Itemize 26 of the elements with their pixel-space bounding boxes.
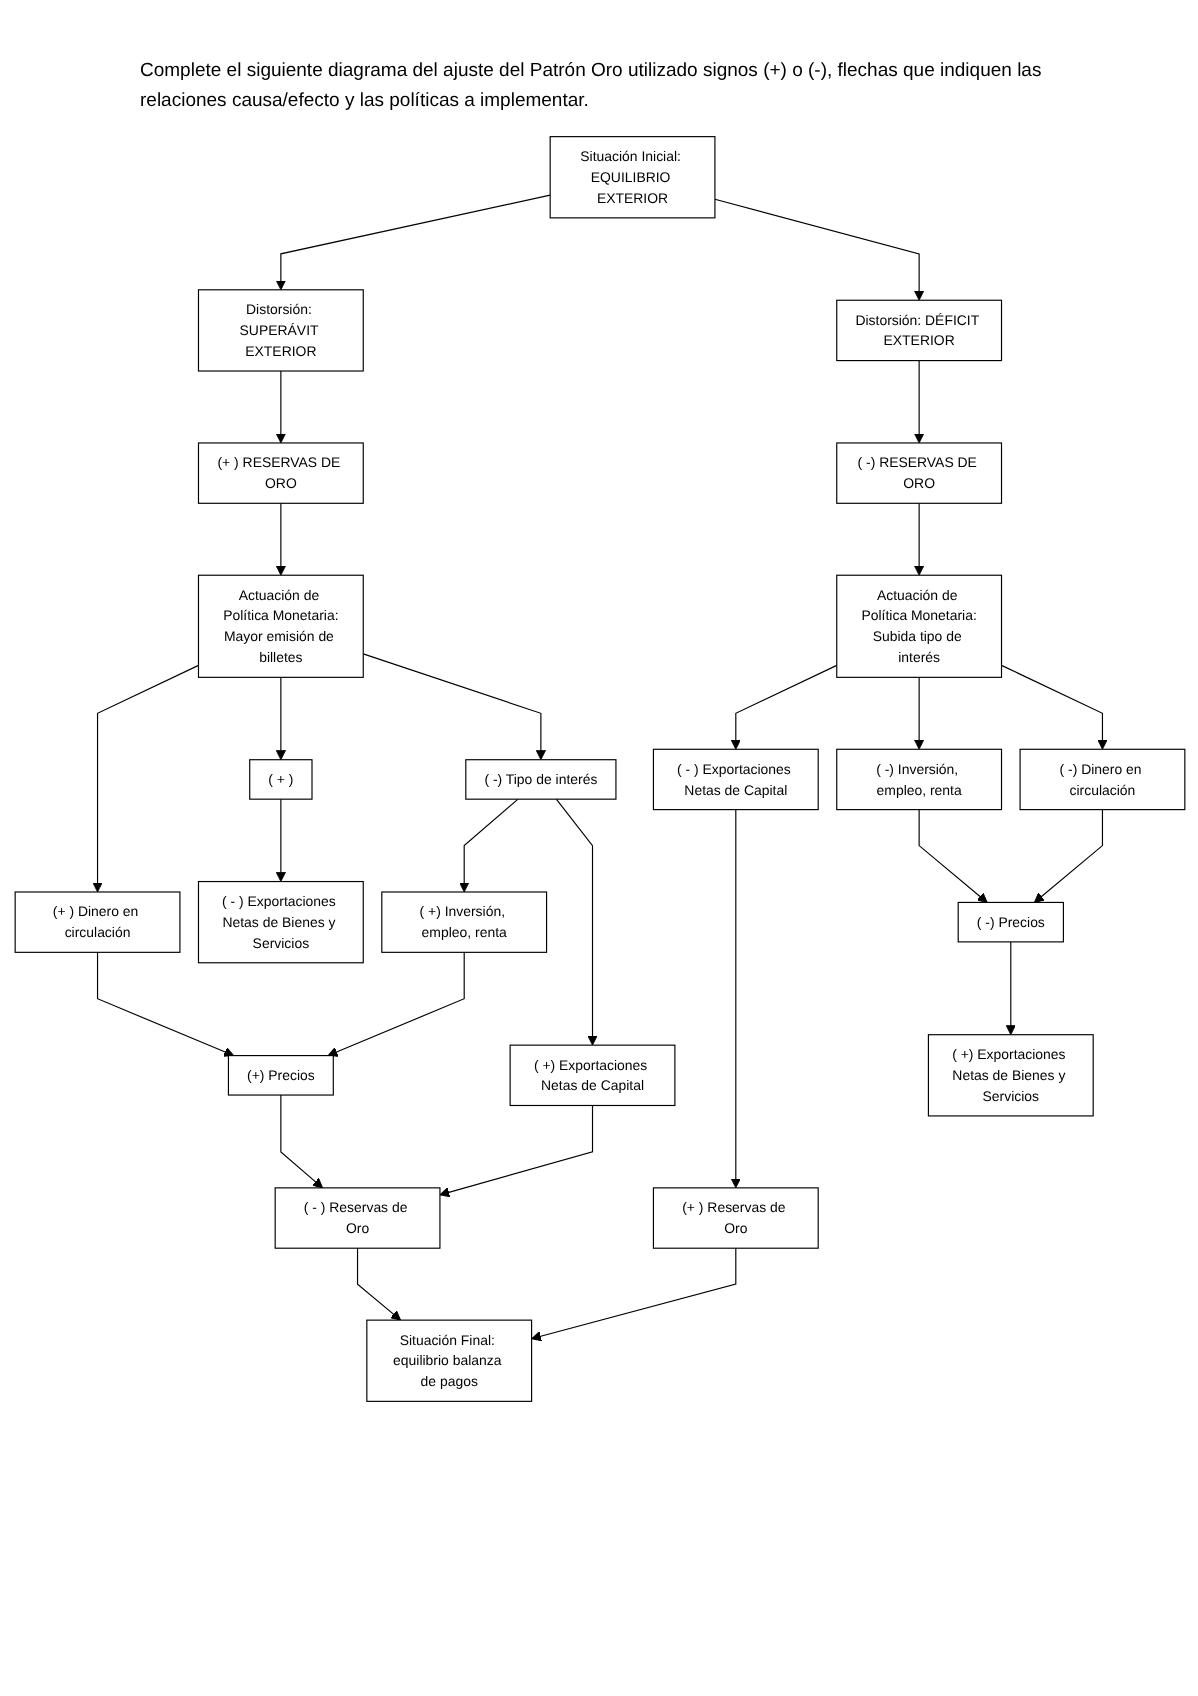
arrow	[713, 199, 924, 302]
arrow	[913, 360, 924, 445]
arrow	[274, 677, 285, 761]
arrow	[530, 1248, 736, 1343]
arrow	[274, 503, 285, 577]
arrow	[95, 952, 234, 1058]
arrow	[91, 665, 199, 894]
arrow	[274, 371, 285, 445]
arrow	[458, 799, 518, 894]
arrow	[999, 665, 1107, 751]
arrow	[729, 809, 740, 1190]
arrow	[326, 952, 464, 1058]
arrow	[917, 809, 987, 904]
arrow	[361, 654, 545, 761]
arrow	[438, 1105, 593, 1198]
arrow	[279, 1095, 323, 1190]
arrow	[1032, 809, 1103, 904]
arrow	[355, 1248, 401, 1322]
arrow	[274, 799, 285, 883]
arrow	[1004, 942, 1015, 1036]
arrow	[729, 665, 837, 751]
arrow	[913, 677, 924, 751]
arrow	[913, 503, 924, 577]
instruction-text: Complete el siguiente diagrama del ajuste del Patrón Oro utilizado signos (+) o (-), flechas que indiquen las relaciones causa/efecto y las políticas a implementar.	[140, 58, 1044, 117]
arrow	[274, 195, 550, 291]
arrow	[554, 799, 597, 1047]
